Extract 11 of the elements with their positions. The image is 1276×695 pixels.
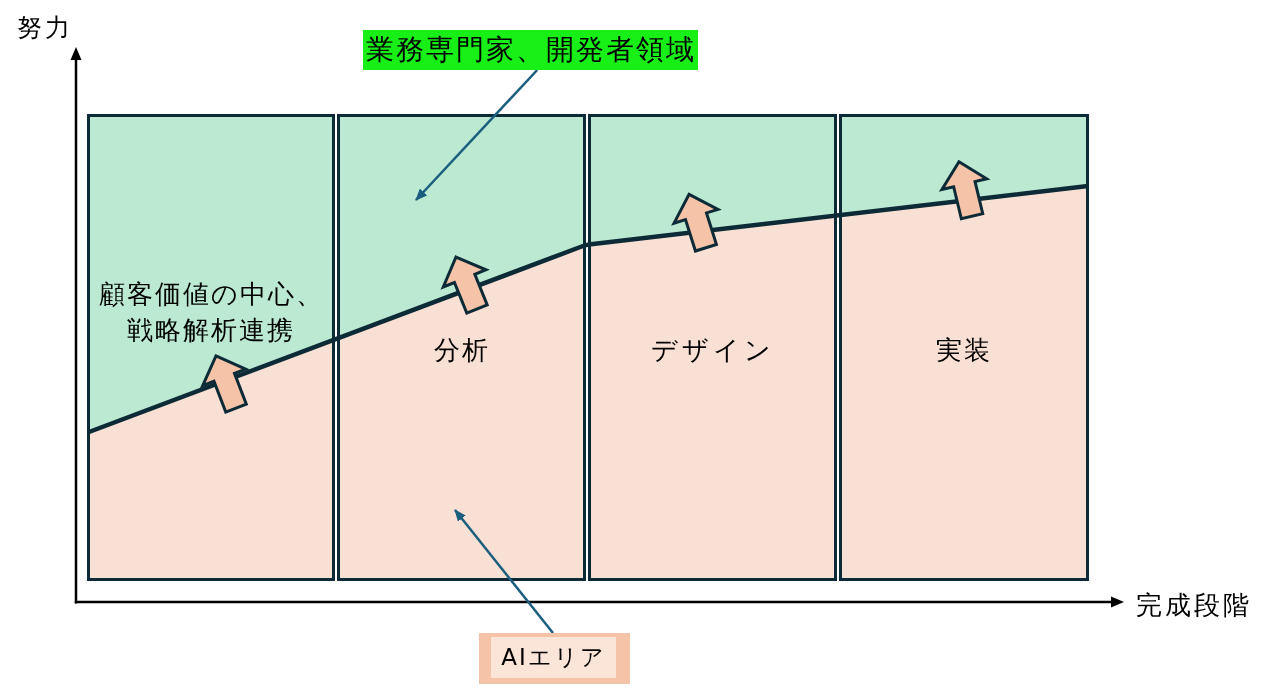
axis-label: 努力 [17,12,73,44]
leader-arrow [454,509,554,634]
shaded-region [87,186,1089,581]
highlighted-label: 業務専門家、開発者領域 [363,30,698,70]
column-box: 顧客価値の中心、戦略解析連携 [87,114,335,581]
highlighted-label: AIエリア [479,633,630,684]
column-box: デザイン [588,114,837,581]
leader-arrow [415,69,539,201]
axis-label: 完成段階 [1136,589,1252,621]
column-box: 分析 [337,114,586,581]
column-box: 実装 [839,114,1089,581]
